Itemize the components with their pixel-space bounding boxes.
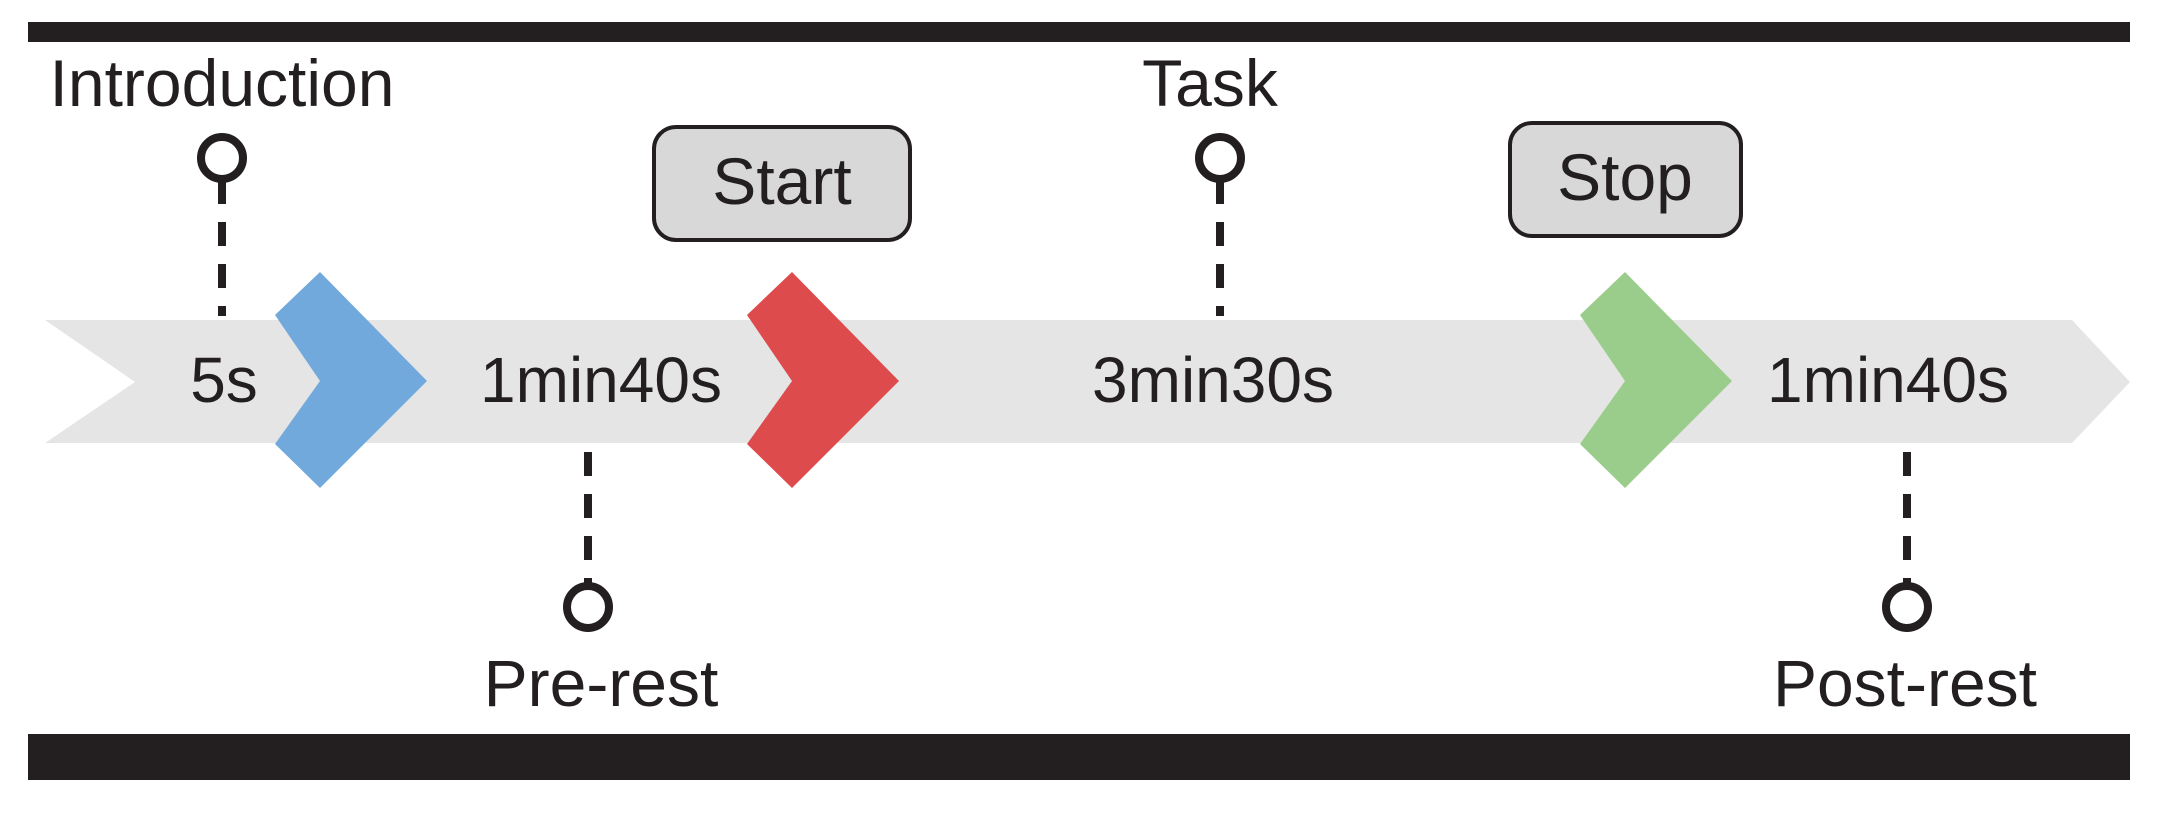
label-introduction: Introduction [50, 46, 395, 120]
label-pre-rest: Pre-rest [484, 646, 719, 720]
pin-head-introduction [197, 133, 247, 183]
pin-head-pre-rest [563, 582, 613, 632]
pin-head-post-rest [1882, 582, 1932, 632]
stop-button: Stop [1508, 121, 1743, 238]
start-button-box [652, 125, 912, 242]
stop-button-box [1508, 121, 1743, 238]
label-post-rest: Post-rest [1773, 646, 2037, 720]
start-button: Start [652, 125, 912, 242]
bottom-frame-bar [28, 734, 2130, 780]
duration-intro: 5s [190, 344, 258, 416]
duration-post-rest: 1min40s [1767, 344, 2009, 416]
start-button-label: Start [712, 144, 851, 218]
top-frame-bar [28, 22, 2130, 42]
label-task: Task [1142, 46, 1279, 120]
chevron-stop-marker [1580, 272, 1732, 488]
chevron-start-marker [747, 272, 899, 488]
pin-head-task [1195, 133, 1245, 183]
duration-pre-rest: 1min40s [480, 344, 722, 416]
chevron-intro-marker [275, 272, 427, 488]
stop-button-label: Stop [1557, 140, 1693, 214]
duration-task: 3min30s [1092, 344, 1334, 416]
